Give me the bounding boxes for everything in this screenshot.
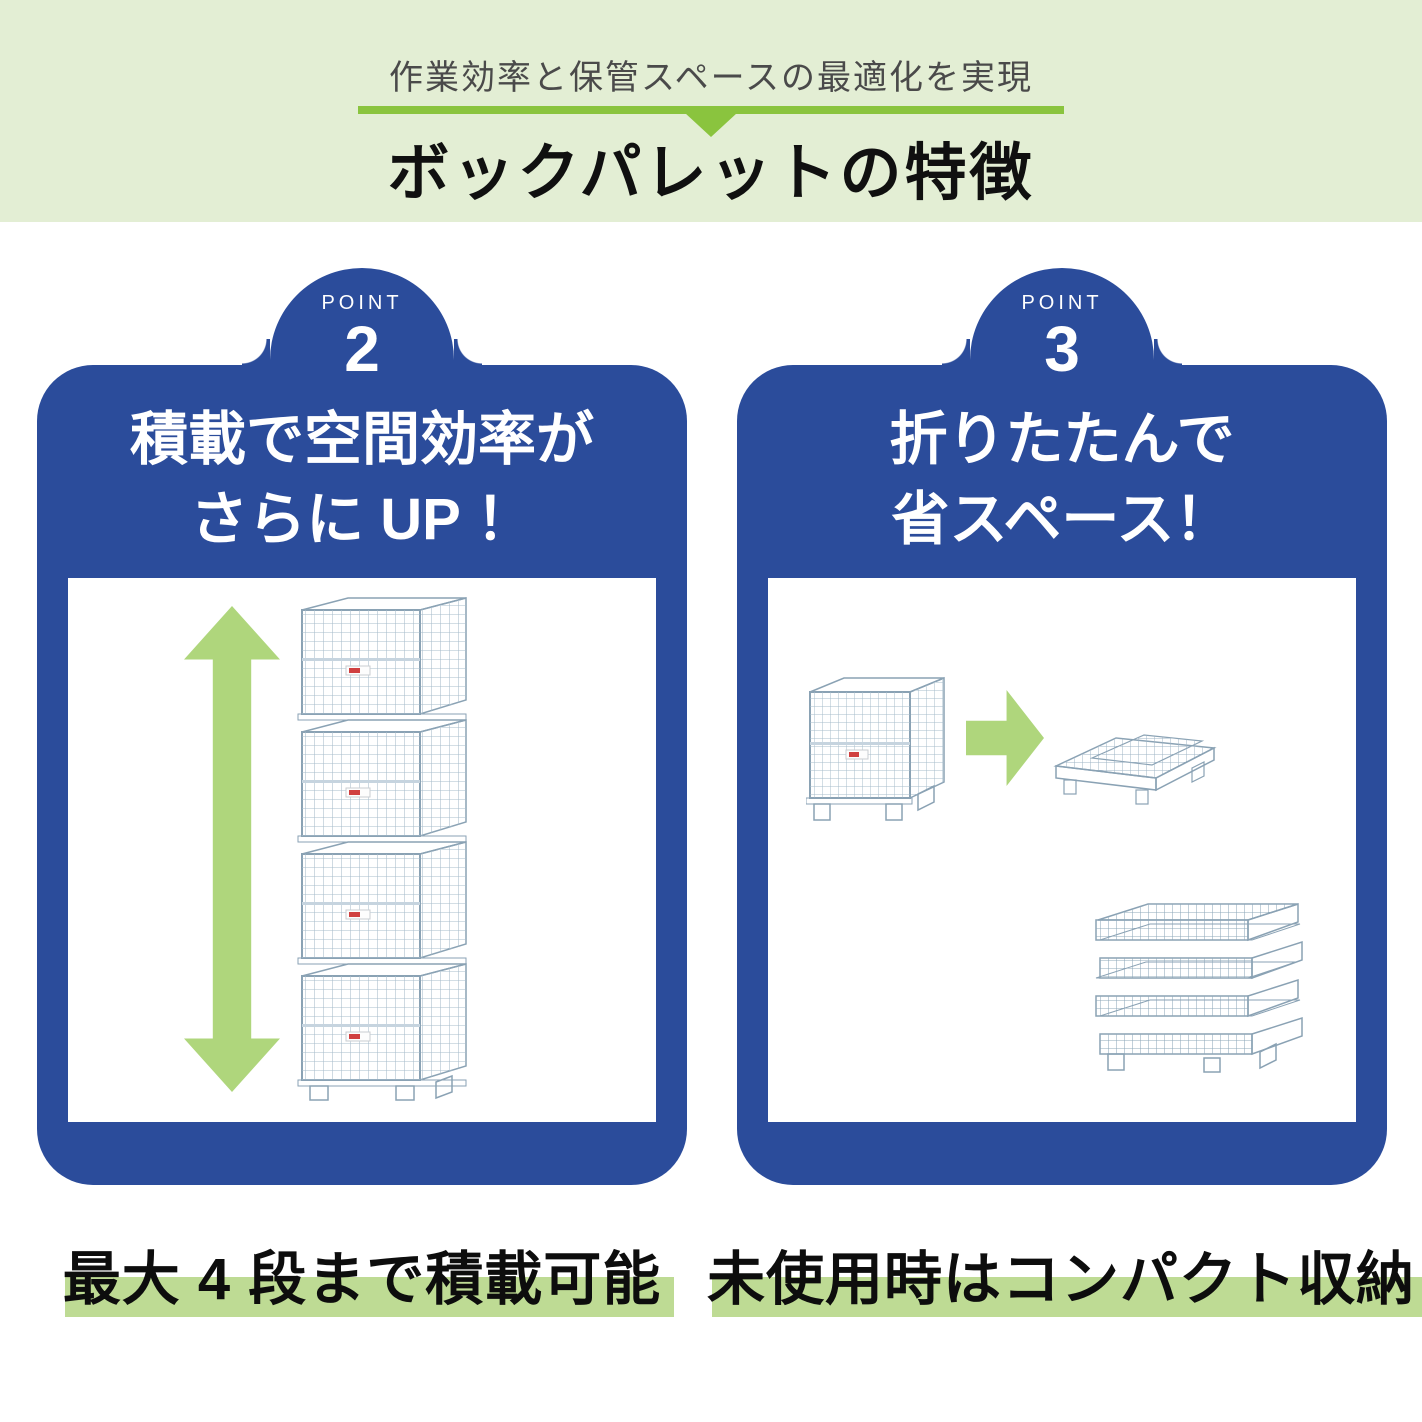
point-2-heading: 積載で空間効率が さらに UP ！ [37,400,687,560]
folded-wire-container-illustration [1053,734,1217,805]
point-3-badge-number: 3 [1044,313,1080,385]
stacked-folded-containers-illustration [1095,902,1303,1073]
down-triangle-icon [685,113,737,137]
header-underline [358,106,1064,114]
point-2-image-area [68,578,656,1122]
point-3-heading-line1: 折りたたんで [889,407,1235,472]
point-2-badge-label: POINT [321,292,403,314]
caption-highlight-right [712,1277,1422,1317]
stacked-mesh-pallets-illustration [297,597,467,1101]
point-2-heading-line2: さらに UP ！ [190,487,534,552]
point-3-badge-label: POINT [1021,292,1103,314]
point-2-heading-line1: 積載で空間効率が [129,407,594,472]
point-2-panel: POINT 2 積載で空間効率が さらに UP ！ [37,268,687,1185]
badge-flare-right [454,339,482,365]
header-subtitle: 作業効率と保管スペースの最適化を実現 [389,59,1033,97]
point-3-caption: 未使用時はコンパクト収納 [706,1247,1415,1312]
point-3-image-area [768,578,1356,1122]
point-3-heading-line2: 省スペース！ [891,487,1233,552]
badge-flare-right [1154,339,1182,365]
right-arrow-icon [966,690,1044,786]
point-3-heading: 折りたたんで 省スペース！ [737,400,1387,560]
point-2-caption: 最大 4 段まで積載可能 [62,1247,662,1312]
page-title: ボックパレットの特徴 [387,139,1035,208]
point-3-panel: POINT 3 折りたたんで 省スペース！ [737,268,1387,1185]
badge-flare-left [942,339,970,365]
caption-highlight-left [65,1277,674,1317]
vertical-double-arrow-icon [184,606,280,1092]
point-2-badge-number: 2 [344,313,380,385]
badge-flare-left [242,339,270,365]
assembled-wire-container-illustration [806,676,945,821]
